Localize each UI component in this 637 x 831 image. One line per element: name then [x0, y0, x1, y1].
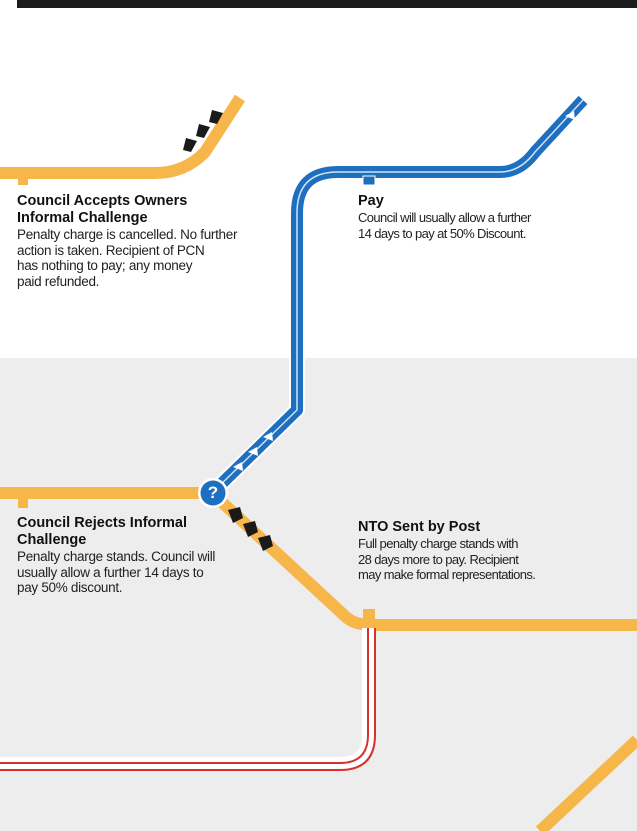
station-description-line: 28 days more to pay. Recipient	[358, 551, 519, 567]
route-lower-orange	[535, 735, 637, 831]
route-pay-blue-line	[211, 99, 584, 494]
station-description-line: Full penalty charge stands with	[358, 536, 518, 551]
route-red-casing	[0, 628, 374, 769]
route-red-inner	[0, 628, 376, 771]
direction-chevrons-pay	[233, 111, 575, 471]
station-tick-pay	[362, 175, 376, 186]
station-council-accepts: Council Accepts Owners Informal Challeng…	[17, 193, 257, 289]
route-accept-orange	[0, 94, 246, 179]
station-title-line2: Informal Challenge	[17, 210, 148, 226]
station-description-line: may make formal representations.	[358, 567, 536, 582]
direction-chevrons-reject	[228, 507, 273, 551]
route-red	[0, 628, 369, 764]
station-title-line2: Challenge	[17, 532, 87, 548]
station-description-line: paid refunded.	[17, 273, 100, 289]
station-title: Pay	[358, 193, 384, 209]
route-main-orange	[0, 487, 637, 631]
station-description-line: has nothing to pay; any money	[17, 258, 193, 273]
station-description-line: pay 50% discount.	[17, 580, 123, 595]
station-nto-sent: NTO Sent by Post Full penalty charge sta…	[358, 519, 598, 583]
header-bar	[17, 0, 637, 8]
station-description-line: usually allow a further 14 days to	[17, 564, 204, 580]
station-tick-reject	[18, 499, 28, 508]
station-description-line: Penalty charge is cancelled. No further	[17, 227, 238, 242]
station-tick-accept	[18, 176, 28, 185]
station-tick-nto	[363, 609, 375, 619]
decision-marker	[198, 478, 228, 508]
decision-question-icon: ?	[207, 483, 219, 502]
station-description-line: Council will usually allow a further	[358, 210, 531, 225]
station-council-rejects: Council Rejects Informal Challenge Penal…	[17, 515, 257, 596]
station-description-line: action is taken. Recipient of PCN	[17, 242, 205, 258]
station-description-line: Penalty charge stands. Council will	[17, 549, 216, 564]
station-description-line: 14 days to pay at 50% Discount.	[358, 225, 526, 241]
station-title: NTO Sent by Post	[358, 519, 481, 535]
route-pay-blue	[207, 95, 588, 498]
station-title-line1: Council Rejects Informal	[17, 515, 188, 531]
station-title-line1: Council Accepts Owners	[17, 193, 188, 209]
direction-chevrons-accept	[183, 110, 223, 152]
station-pay: Pay Council will usually allow a further…	[358, 193, 588, 241]
